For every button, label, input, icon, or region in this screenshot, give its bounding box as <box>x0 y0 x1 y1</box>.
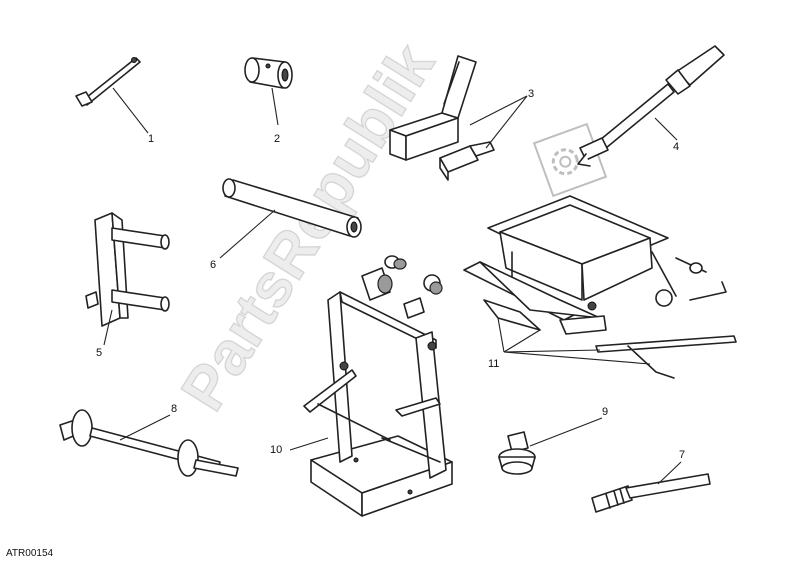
callout-6-label: 6 <box>210 259 216 271</box>
callout-4-label: 4 <box>673 141 679 153</box>
callout-9-label: 9 <box>602 406 608 418</box>
part-4-handle-tool <box>577 45 725 167</box>
part-11-jack-frame <box>487 195 707 307</box>
callout-3: 3 <box>469 88 534 149</box>
part-11-scissor-jack <box>463 261 607 335</box>
part-1-fork-rod <box>75 57 141 107</box>
callout-5-label: 5 <box>96 347 102 359</box>
part-2-sleeve <box>244 57 293 89</box>
callout-7: 7 <box>657 449 685 485</box>
callout-1: 1 <box>112 87 154 145</box>
callout-9: 9 <box>529 406 608 447</box>
callout-10: 10 <box>270 437 329 456</box>
part-10-balancing-stand <box>303 291 453 517</box>
watermark-gear-icon <box>532 122 608 198</box>
callout-10-label: 10 <box>270 444 282 456</box>
part-3-kit-box <box>389 55 477 161</box>
callout-6: 6 <box>210 209 276 271</box>
part-6-cylinder <box>222 178 362 238</box>
callout-11: 11 <box>488 317 651 370</box>
drawing-code: ATR00154 <box>6 548 54 559</box>
callout-2: 2 <box>271 87 280 145</box>
part-7-extension-bar <box>591 473 711 513</box>
callout-7-label: 7 <box>679 449 685 461</box>
part-9-adaptor <box>498 431 536 475</box>
callout-2-label: 2 <box>274 133 280 145</box>
part-5-stand <box>85 212 170 327</box>
callout-3-label: 3 <box>528 88 534 100</box>
watermark: PartsRepublik <box>168 31 449 423</box>
watermark-text: PartsRepublik <box>168 32 448 423</box>
callout-11-label: 11 <box>488 358 499 370</box>
callout-8-label: 8 <box>171 403 177 415</box>
bushing-set <box>361 255 443 319</box>
callout-5: 5 <box>96 309 113 359</box>
callout-1-label: 1 <box>148 133 154 145</box>
callout-8: 8 <box>119 403 177 441</box>
callout-4: 4 <box>654 117 679 153</box>
part-8-wheel-shaft <box>59 409 239 477</box>
